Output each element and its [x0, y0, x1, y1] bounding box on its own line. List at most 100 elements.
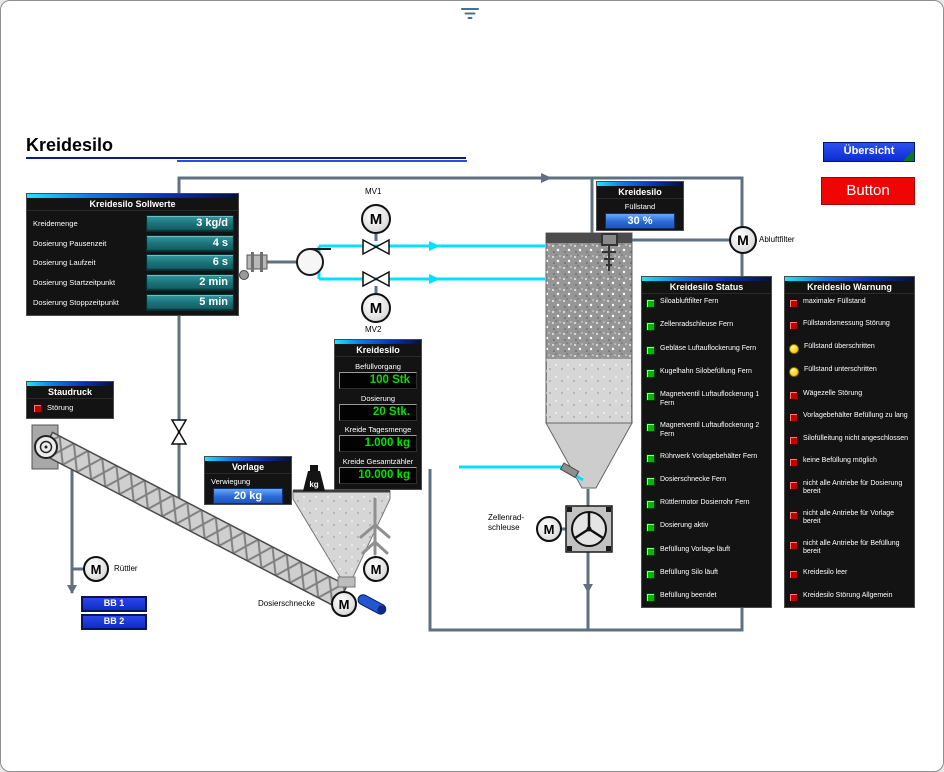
overview-button-label: Übersicht [843, 145, 895, 157]
panel-fuellstand-title: Kreidesilo [618, 187, 662, 197]
header-gradient [642, 277, 771, 281]
staudruck-stoerung-label: Störung [47, 403, 74, 413]
setpoint-label: Dosierung Stoppzeitpunkt [33, 298, 119, 308]
status-row: Gebläse Luftauflockerung Fern [646, 345, 768, 355]
status-label: Befüllung Vorlage läuft [660, 545, 731, 553]
setpoint-value-input[interactable]: 4 s [146, 234, 234, 252]
warning-led [789, 343, 799, 354]
hand-lever-icon [357, 594, 387, 615]
motor-zellenradschleuse[interactable]: M [536, 516, 562, 542]
status-led [646, 453, 655, 463]
warning-label: Füllstand überschritten [804, 342, 875, 350]
level-sensor-icon [601, 233, 618, 271]
valve-mv1-icon[interactable] [362, 238, 390, 256]
counter-value: 20 Stk. [339, 403, 417, 421]
manual-valve-icon[interactable] [170, 419, 188, 445]
panel-zaehler-title: Kreidesilo [356, 345, 400, 355]
status-label: Befüllung beendet [660, 592, 717, 599]
status-row: Rüttlermotor Dosierrohr Fern [646, 499, 768, 509]
warning-label: maximaler Füllstand [803, 298, 866, 305]
header-gradient [335, 340, 421, 344]
warning-label: nicht alle Antriebe für Vorlage bereit [803, 509, 895, 526]
status-led [646, 500, 655, 509]
status-led [646, 593, 655, 602]
status-label: Rüttlermotor Dosierrohr Fern [660, 499, 750, 506]
motor-mv1[interactable]: M [361, 204, 391, 234]
warning-label: nicht alle Antriebe für Dosierung bereit [803, 479, 903, 496]
blower-icon[interactable] [296, 248, 331, 276]
status-label: Kugelhahn Silobefüllung Fern [660, 367, 752, 375]
kg-label: kg [309, 480, 318, 489]
counter-label: Dosierung [360, 393, 396, 403]
status-label: Magnetventil Luftauflockerung 2 Fern [660, 421, 760, 438]
agitator-icon [359, 497, 391, 556]
warning-led [789, 458, 798, 468]
status-label: Dosierung aktiv [660, 522, 709, 530]
motor-mv2[interactable]: M [361, 293, 391, 323]
setpoint-label: Kreidemenge [33, 218, 78, 228]
status-label: Dosierschnecke Fern [660, 475, 727, 483]
aeration-line [459, 462, 584, 482]
motor-abluftfilter[interactable]: M [729, 226, 757, 254]
alarm-button[interactable]: Button [821, 177, 915, 205]
verwiegung-label: Verwiegung [211, 477, 251, 486]
setpoint-value-input[interactable]: 3 kg/d [146, 214, 234, 232]
warning-row: Füllstandsmessung Störung [789, 320, 911, 331]
panel-vorlage: Vorlage Verwiegung 20 kg [204, 456, 292, 505]
counter-value: 100 Stk [339, 371, 417, 389]
panel-staudruck: Staudruck Störung [26, 381, 114, 419]
status-row: Dosierung aktiv [646, 522, 768, 533]
panel-status-title: Kreidesilo Status [669, 282, 744, 292]
status-label: Gebläse Luftauflockerung Fern [660, 344, 757, 352]
status-led [646, 422, 655, 432]
panel-staudruck-title: Staudruck [47, 387, 92, 397]
counter-label: Kreide Tagesmenge [344, 425, 412, 435]
setpoint-value-input[interactable]: 5 min [146, 294, 234, 312]
warning-label: Silofülleitung nicht angeschlossen [803, 434, 909, 442]
panel-vorlage-title: Vorlage [231, 462, 265, 472]
header-gradient [27, 194, 238, 198]
overview-button[interactable]: Übersicht [823, 142, 915, 162]
bb1-button[interactable]: BB 1 [81, 596, 147, 612]
status-label: Befüllung Silo läuft [660, 568, 718, 576]
air-pipes [317, 244, 545, 281]
warning-label: Füllstandsmessung Störung [803, 320, 890, 328]
setpoint-value-input[interactable]: 2 min [146, 274, 234, 292]
status-row: Befüllung Silo läuft [646, 569, 768, 579]
status-row: Siloabluftfilter Fern [646, 298, 768, 308]
motor-ruehrwerk[interactable]: M [363, 556, 389, 582]
status-row: Rührwerk Vorlagebehälter Fern [646, 453, 768, 463]
warning-led [789, 299, 798, 308]
warning-row: Kreidesilo Störung Allgemein [789, 592, 911, 602]
motor-dosierschnecke[interactable]: M [331, 591, 357, 617]
fuellstand-value: 30 % [605, 213, 675, 229]
setpoint-value-input[interactable]: 6 s [146, 254, 234, 272]
setpoint-row: Dosierung Stoppzeitpunkt 5 min [33, 294, 234, 312]
warning-led [789, 540, 798, 550]
warning-row: Füllstand unterschritten [789, 366, 911, 378]
status-row: Dosierschnecke Fern [646, 476, 768, 486]
status-led [646, 569, 655, 579]
bb2-button[interactable]: BB 2 [81, 614, 147, 630]
warning-led [789, 510, 798, 520]
valve-mv2-icon[interactable] [362, 270, 390, 288]
warning-label: Füllstand unterschritten [804, 366, 877, 374]
motor-ruettler[interactable]: M [83, 556, 109, 582]
rotary-valve-icon[interactable] [565, 505, 613, 553]
hose-coupling-icon [239, 252, 268, 280]
warning-led [789, 480, 798, 490]
status-label: Siloabluftfilter Fern [660, 298, 719, 305]
header-gradient [597, 182, 683, 186]
warning-label: keine Befüllung möglich [803, 457, 877, 465]
header-gradient [205, 457, 291, 461]
verwiegung-value: 20 kg [213, 488, 283, 504]
page-title: Kreidesilo [26, 135, 114, 155]
label-zellenradschleuse: Zellenrad- schleuse [488, 513, 525, 532]
counter-value: 10.000 kg [339, 467, 417, 485]
status-row: Kugelhahn Silobefüllung Fern [646, 368, 768, 378]
